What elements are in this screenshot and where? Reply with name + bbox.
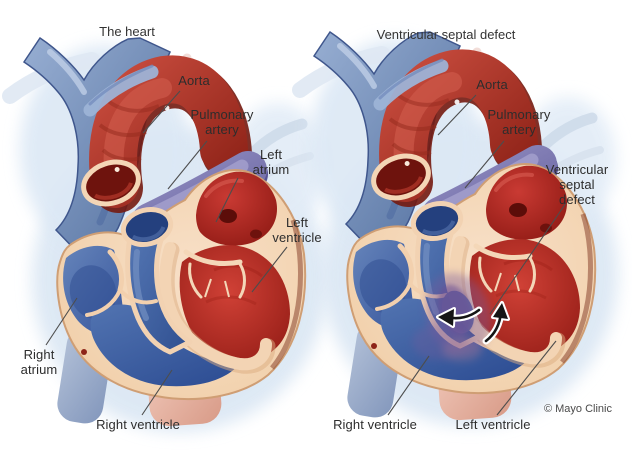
label-right-atrium: Right atrium xyxy=(20,347,58,377)
copyright-credit: © Mayo Clinic xyxy=(543,403,612,415)
leader-lines xyxy=(45,90,567,416)
label-left-ventricle-left: Left ventricle xyxy=(272,215,322,245)
leader-right-atrium xyxy=(45,297,78,346)
leader-left-ventricle-right xyxy=(496,340,557,416)
label-left-atrium: Left atrium xyxy=(252,147,290,177)
leader-right-ventricle-left xyxy=(141,369,173,416)
label-pulmonary-artery-right: Pulmonary artery xyxy=(487,107,551,137)
leader-left-atrium xyxy=(215,177,239,223)
heart-illustration-vsd xyxy=(300,32,618,426)
vsd-defect-overlay xyxy=(412,272,510,362)
leader-right-ventricle-right xyxy=(387,355,430,416)
leader-left-ventricle-left xyxy=(251,246,288,293)
label-aorta-left: Aorta xyxy=(178,73,210,88)
leader-aorta-right xyxy=(437,94,477,136)
label-pulmonary-artery-left: Pulmonary artery xyxy=(190,107,254,137)
panel-title-vsd: Ventricular septal defect xyxy=(376,27,516,42)
label-aorta-right: Aorta xyxy=(476,77,508,92)
label-left-ventricle-right: Left ventricle xyxy=(455,417,531,432)
panel-title-normal-heart: The heart xyxy=(99,24,155,39)
leader-vsd xyxy=(489,202,567,315)
label-right-ventricle-left: Right ventricle xyxy=(96,417,180,432)
shunt-flow-arrows-icon xyxy=(436,301,510,345)
leader-pulmonary-right xyxy=(464,140,505,189)
leader-pulmonary-left xyxy=(167,140,208,190)
label-right-ventricle-right: Right ventricle xyxy=(333,417,417,432)
label-ventricular-septal-defect: Ventricular septal defect xyxy=(545,162,609,207)
leader-aorta-left xyxy=(142,90,181,134)
